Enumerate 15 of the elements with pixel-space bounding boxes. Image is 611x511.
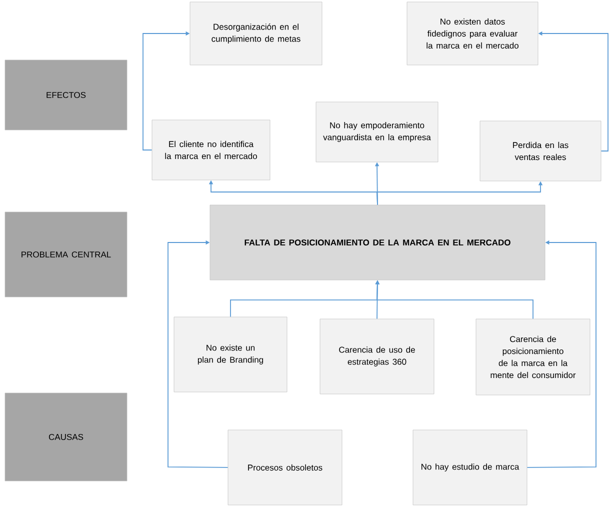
cause-effect-box: No hay estudio de marca — [412, 430, 528, 506]
cause-effect-box: Procesos obsoletos — [228, 430, 342, 506]
cause-effect-box: No hay empoderamiento vanguardista en la empresa — [316, 102, 438, 162]
category-box: CAUSAS — [4, 392, 128, 482]
cause-effect-box: Carencia de posicionamiento de la marca en la mente del consumidor — [476, 318, 590, 396]
arrow — [168, 240, 228, 468]
problem-box: FALTA DE POSICIONAMIENTO DE LA MARCA EN EL MERCADO — [210, 204, 546, 280]
category-box: EFECTOS — [4, 60, 128, 130]
cause-effect-box: El cliente no identifica la marca en el mercado — [152, 120, 270, 180]
category-box: PROBLEMA CENTRAL — [4, 212, 128, 298]
cause-effect-box: Perdida en las ventas reales — [480, 120, 602, 182]
cause-effect-box: Carencia de uso de estrategias 360 — [320, 318, 434, 394]
cause-effect-box: Desorganización en el cumplimiento de metas — [190, 2, 322, 66]
cause-effect-box: No existe un plan de Branding — [174, 316, 288, 392]
cause-effect-box: No existen datos fidedignos para evaluar la marca en el mercado — [406, 2, 538, 66]
